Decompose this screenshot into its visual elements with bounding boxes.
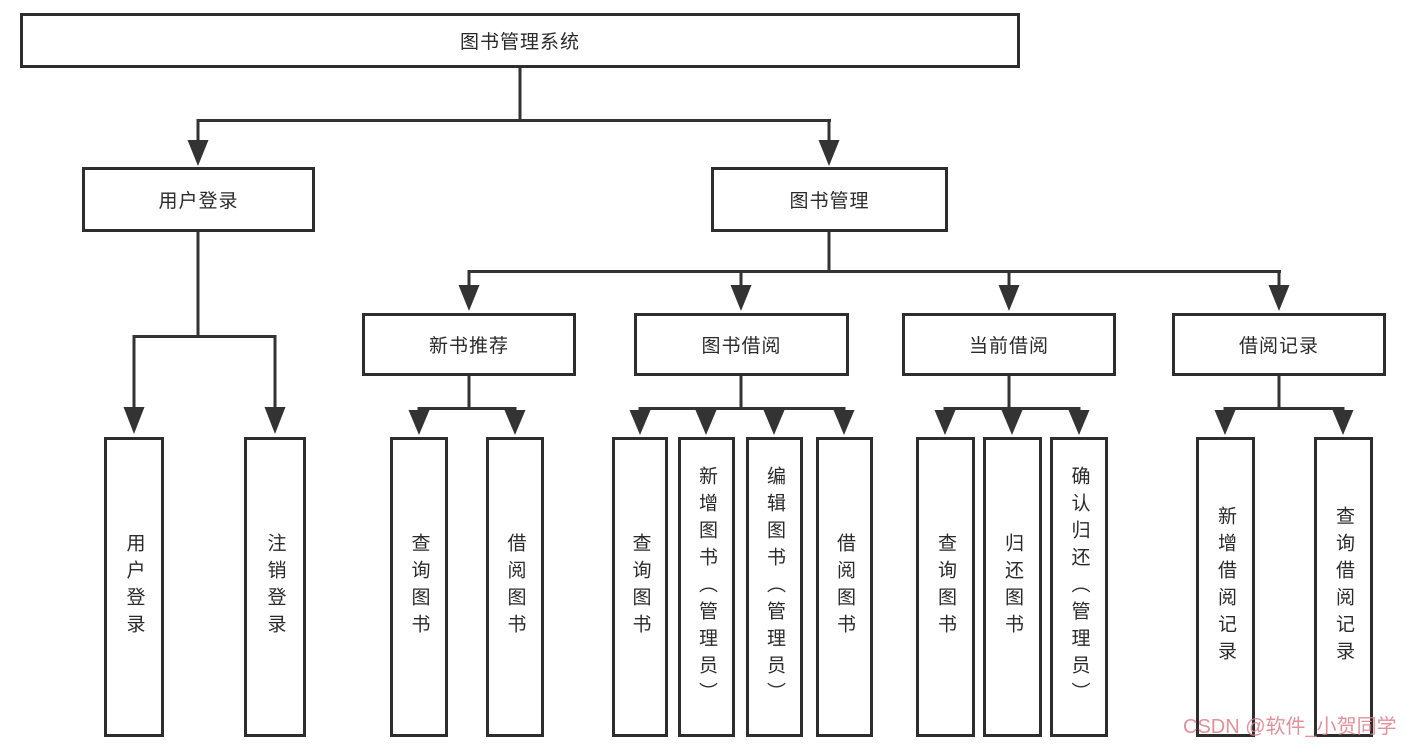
leaf-current-query-books: 查询图书 [916, 437, 975, 737]
leaf-recommend-borrow-books-label: 借阅图书 [504, 533, 526, 641]
node-current-borrow-label: 当前借阅 [968, 336, 1049, 357]
node-root-label: 图书管理系统 [459, 32, 580, 53]
leaf-recommend-query-books-label: 查询图书 [408, 533, 430, 641]
node-book-management-label: 图书管理 [789, 191, 870, 212]
node-user-login-label: 用户登录 [158, 191, 239, 212]
node-book-management: 图书管理 [711, 167, 948, 232]
node-current-borrow: 当前借阅 [902, 313, 1116, 376]
leaf-logout-label: 注销登录 [264, 533, 286, 641]
leaf-query-borrow-record-label: 查询借阅记录 [1333, 506, 1354, 668]
leaf-current-query-books-label: 查询图书 [935, 533, 956, 641]
leaf-borrow-books-label: 借阅图书 [834, 533, 855, 641]
node-root: 图书管理系统 [20, 13, 1020, 68]
leaf-confirm-return-admin: 确认归还（管理员） [1050, 437, 1108, 737]
leaf-logout: 注销登录 [244, 437, 306, 737]
leaf-query-borrow-record: 查询借阅记录 [1314, 437, 1373, 737]
leaf-add-borrow-record-label: 新增借阅记录 [1215, 506, 1236, 668]
leaf-recommend-borrow-books: 借阅图书 [486, 437, 544, 737]
arrowheads [123, 140, 1354, 435]
node-book-borrow-label: 图书借阅 [701, 336, 782, 357]
leaf-edit-book-admin: 编辑图书（管理员） [746, 437, 803, 737]
leaf-borrow-books: 借阅图书 [816, 437, 873, 737]
leaf-borrow-query-books-label: 查询图书 [629, 533, 651, 641]
leaf-add-book-admin: 新增图书（管理员） [678, 437, 735, 737]
node-new-book-recommend: 新书推荐 [362, 313, 576, 376]
node-book-borrow: 图书借阅 [634, 313, 849, 376]
leaf-borrow-query-books: 查询图书 [612, 437, 668, 737]
leaf-return-books: 归还图书 [983, 437, 1042, 737]
leaf-user-login-label: 用户登录 [123, 533, 145, 641]
leaf-user-login: 用户登录 [104, 437, 164, 737]
node-borrow-records-label: 借阅记录 [1238, 336, 1319, 357]
leaf-confirm-return-admin-label: 确认归还（管理员） [1068, 465, 1090, 709]
tree-edges [132, 66, 1345, 414]
node-borrow-records: 借阅记录 [1172, 313, 1386, 376]
leaf-add-borrow-record: 新增借阅记录 [1196, 437, 1255, 737]
node-user-login: 用户登录 [82, 167, 315, 232]
leaf-recommend-query-books: 查询图书 [390, 437, 448, 737]
leaf-edit-book-admin-label: 编辑图书（管理员） [764, 465, 785, 709]
node-new-book-recommend-label: 新书推荐 [428, 336, 509, 357]
leaf-add-book-admin-label: 新增图书（管理员） [696, 465, 717, 709]
leaf-return-books-label: 归还图书 [1002, 533, 1023, 641]
